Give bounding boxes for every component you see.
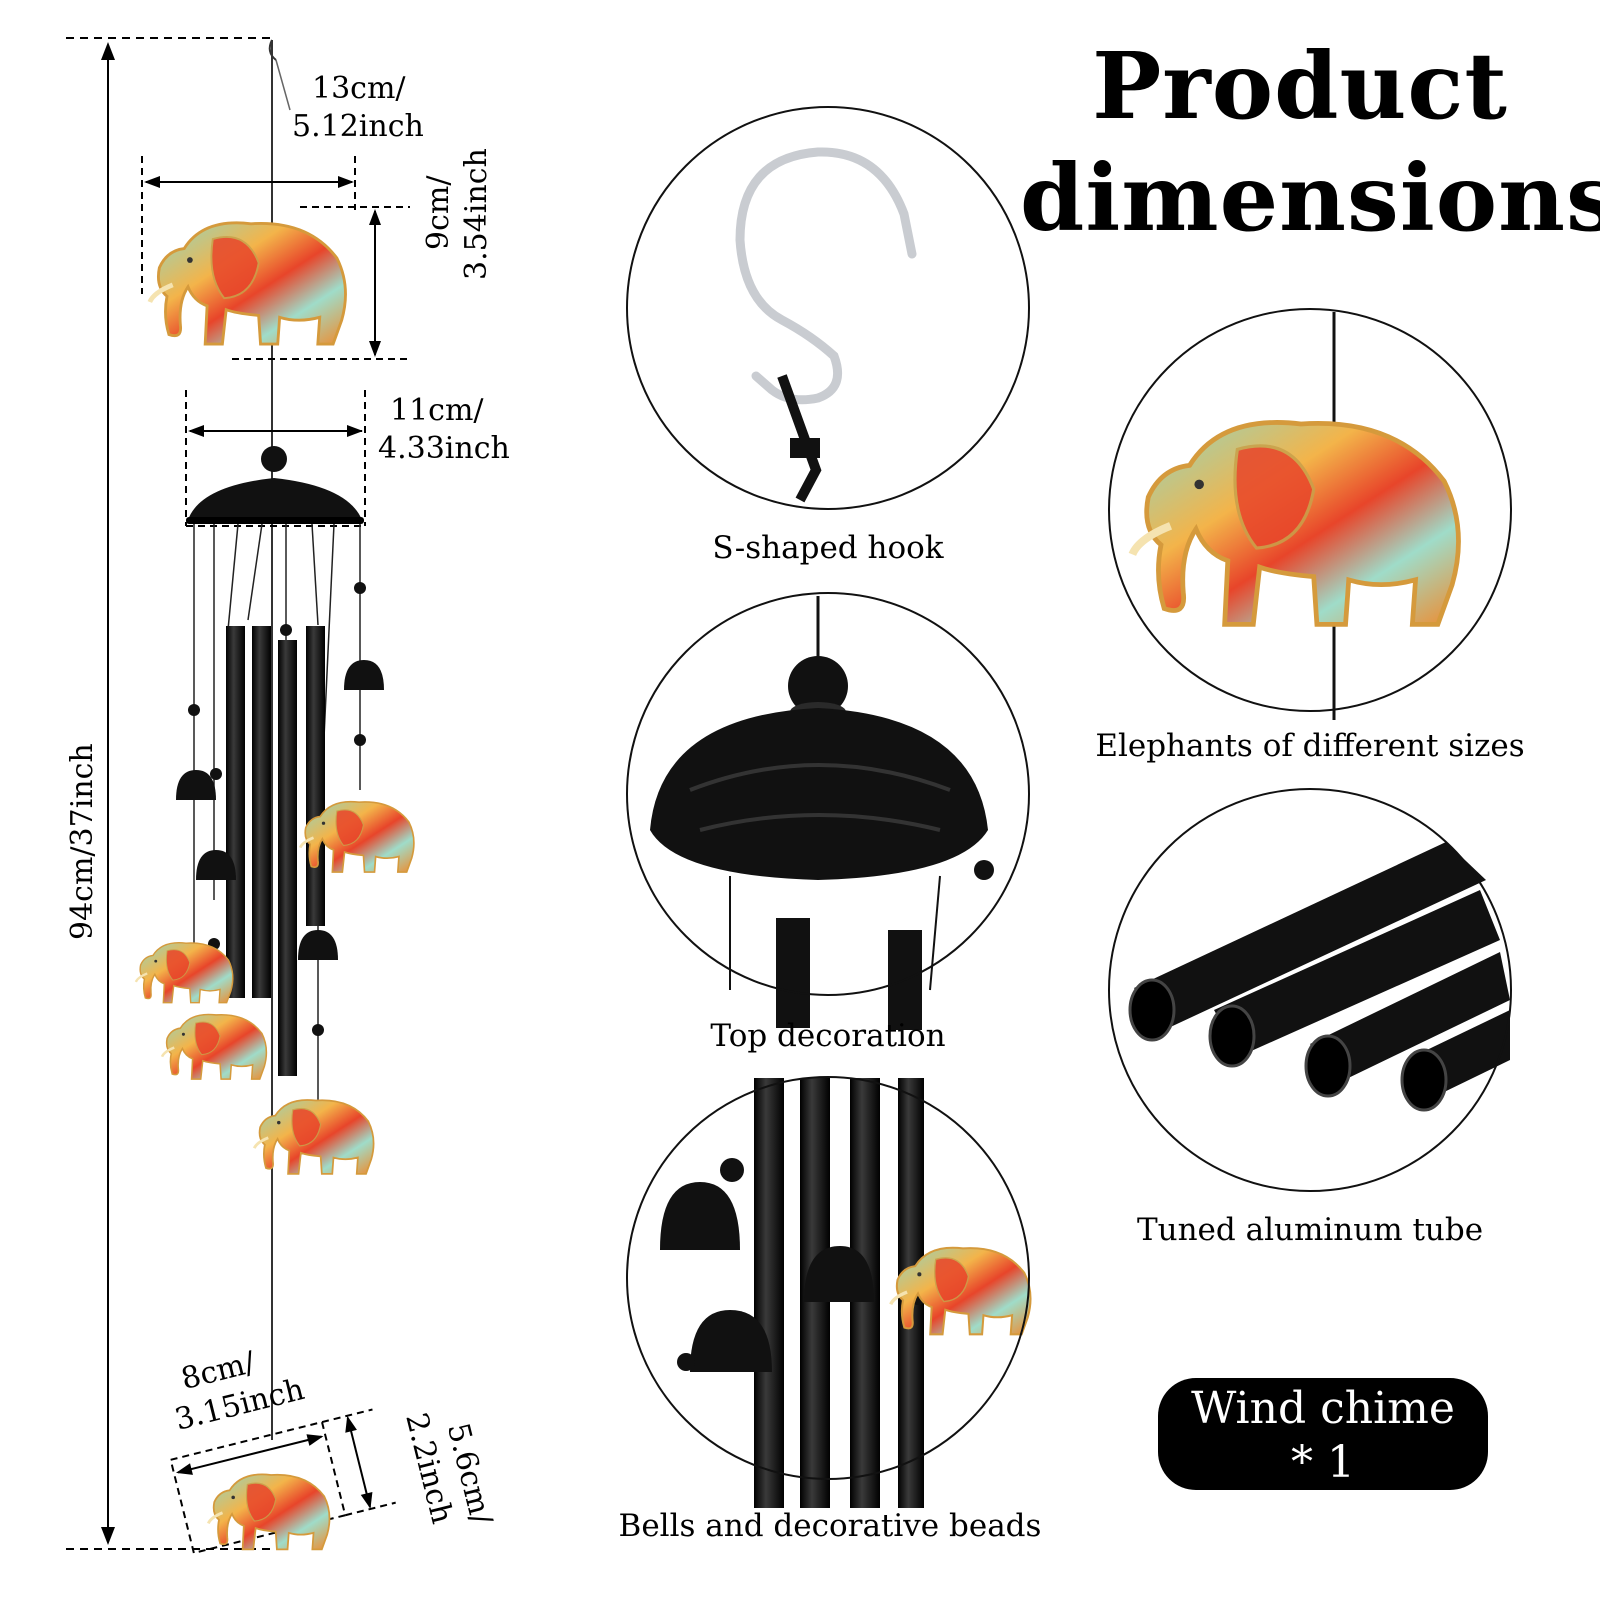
top-height-label: 9cm/ 3.54inch [421, 148, 494, 280]
title-line-2: dimensions [1020, 144, 1600, 252]
page-title: Product dimensions [1020, 30, 1600, 254]
badge-line-1: Wind chime [1191, 1383, 1455, 1434]
caption-bells: Bells and decorative beads [618, 1508, 1042, 1544]
cap-width-label: 11cm/ 4.33inch [378, 393, 510, 466]
top-elephant [150, 223, 346, 344]
hook-circle [626, 106, 1030, 510]
bells-circle [626, 1076, 1030, 1480]
total-length-label: 94cm/37inch [65, 743, 100, 940]
quantity-badge: Wind chime * 1 [1158, 1378, 1488, 1490]
badge-line-2: * 1 [1291, 1437, 1355, 1488]
caption-elephants: Elephants of different sizes [1095, 728, 1525, 764]
caption-hook: S-shaped hook [712, 530, 944, 566]
title-line-1: Product [1092, 32, 1508, 140]
elephant-circle [1108, 308, 1512, 712]
top-width-label: 13cm/ 5.12inch [292, 71, 424, 144]
caption-tube: Tuned aluminum tube [1136, 1212, 1484, 1248]
top-decoration-circle [626, 592, 1030, 996]
tubes-circle [1108, 788, 1512, 1192]
caption-top: Top decoration [710, 1018, 946, 1054]
